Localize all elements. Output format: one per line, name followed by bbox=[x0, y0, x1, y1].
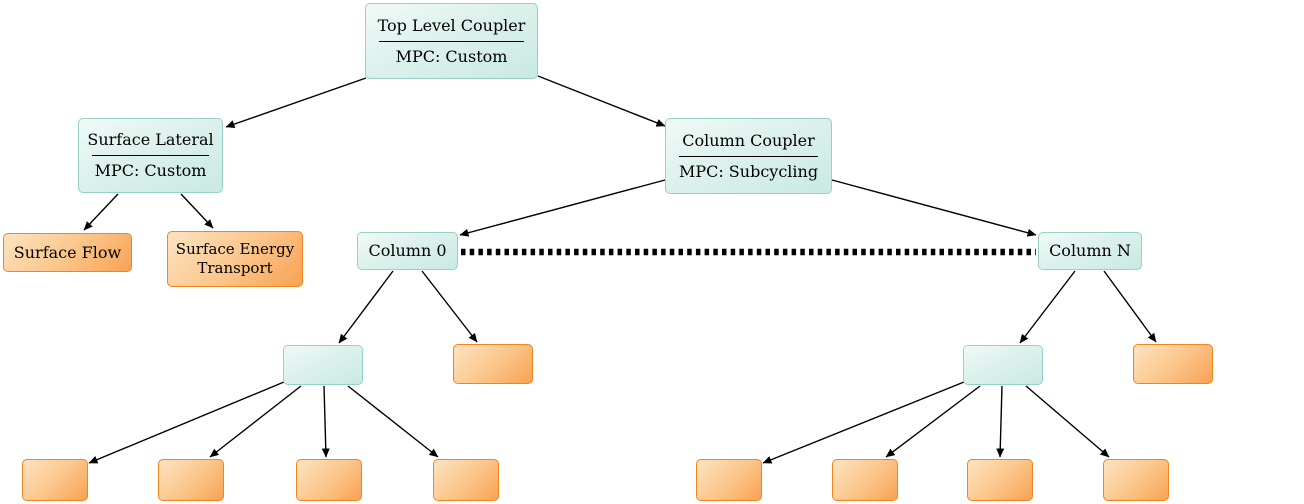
node-column0-leaf-1 bbox=[22, 459, 88, 501]
node-surface-flow: Surface Flow bbox=[3, 233, 132, 272]
edge-subN-to-leaf3 bbox=[996, 385, 1005, 458]
divider-line bbox=[679, 155, 818, 157]
edge-surfacelateral-to-surfaceenergy bbox=[180, 193, 214, 229]
node-label: Column 0 bbox=[368, 241, 447, 260]
node-columnN-leaf-1 bbox=[696, 459, 762, 501]
edge-subN-to-leaf2 bbox=[885, 385, 981, 458]
node-label: Surface Flow bbox=[13, 242, 122, 262]
node-column-0: Column 0 bbox=[357, 232, 458, 270]
edge-columnN-to-component bbox=[1103, 270, 1157, 343]
node-columnN-leaf-3 bbox=[967, 459, 1033, 501]
edge-subN-to-leaf4 bbox=[1025, 385, 1110, 458]
node-title: Column Coupler bbox=[682, 130, 815, 150]
edge-sub0-to-leaf2 bbox=[209, 385, 302, 458]
node-column0-leaf-4 bbox=[433, 459, 499, 501]
node-column0-component bbox=[453, 344, 533, 384]
edge-columnN-to-subcoupler bbox=[1019, 270, 1076, 344]
node-label: Column N bbox=[1049, 241, 1131, 260]
node-columnN-leaf-4 bbox=[1103, 459, 1169, 501]
node-column-coupler: Column Coupler MPC: Subcycling bbox=[665, 118, 832, 194]
edge-toplevel-to-surfacelateral bbox=[225, 77, 367, 128]
edge-columncoupler-to-column0 bbox=[459, 179, 666, 237]
node-top-level-coupler: Top Level Coupler MPC: Custom bbox=[365, 3, 538, 79]
node-mpc-label: MPC: Custom bbox=[94, 161, 207, 180]
edge-surfacelateral-to-surfaceflow bbox=[83, 193, 119, 231]
divider-line bbox=[92, 155, 209, 156]
divider-line bbox=[379, 40, 524, 42]
node-title: Surface Lateral bbox=[87, 130, 214, 149]
node-mpc-label: MPC: Subcycling bbox=[678, 161, 819, 181]
node-mpc-label: MPC: Custom bbox=[395, 46, 508, 66]
node-column-n: Column N bbox=[1038, 232, 1142, 270]
node-column0-leaf-3 bbox=[296, 459, 362, 501]
node-label: Surface Energy Transport bbox=[175, 240, 295, 277]
edge-columncoupler-to-columnN bbox=[831, 179, 1037, 237]
edge-sub0-to-leaf3 bbox=[321, 385, 330, 458]
edge-sub0-to-leaf1 bbox=[88, 381, 285, 464]
node-surface-energy-transport: Surface Energy Transport bbox=[167, 231, 303, 287]
node-columnN-leaf-2 bbox=[832, 459, 898, 501]
edge-column0-to-component bbox=[421, 270, 478, 343]
node-title: Top Level Coupler bbox=[377, 15, 526, 35]
edge-subN-to-leaf1 bbox=[762, 381, 965, 464]
node-column0-leaf-2 bbox=[158, 459, 224, 501]
node-columnN-subcoupler bbox=[963, 345, 1043, 385]
edge-column0-to-subcoupler bbox=[338, 270, 394, 344]
node-surface-lateral: Surface Lateral MPC: Custom bbox=[78, 118, 223, 193]
edge-toplevel-to-columncoupler bbox=[537, 75, 666, 127]
tree-edges bbox=[83, 75, 1157, 464]
edge-sub0-to-leaf4 bbox=[347, 385, 439, 458]
node-column0-subcoupler bbox=[283, 345, 363, 385]
node-columnN-component bbox=[1133, 344, 1213, 384]
